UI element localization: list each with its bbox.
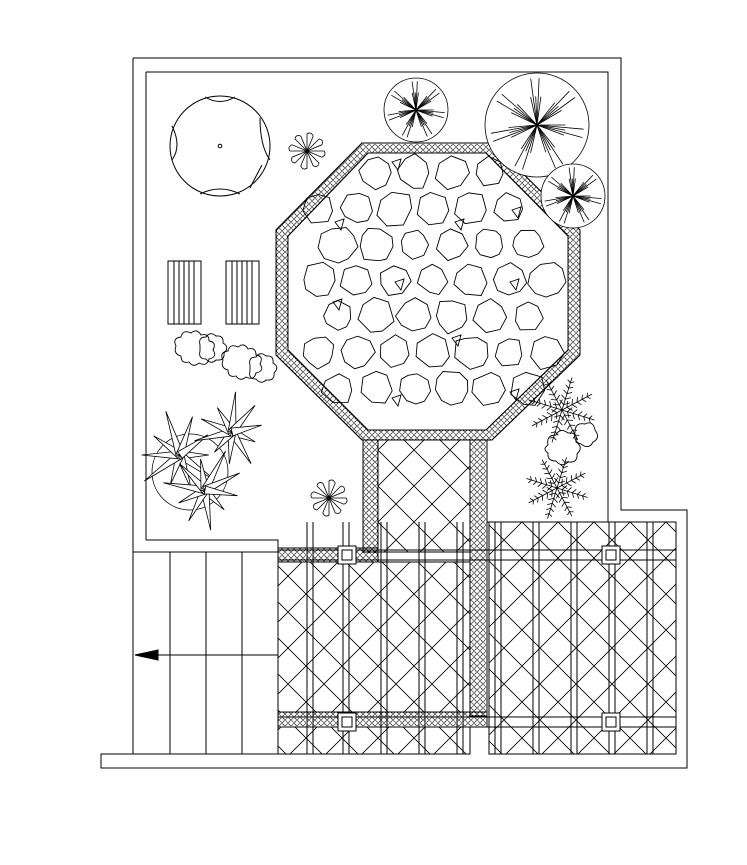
paving-stone	[318, 228, 358, 263]
paving-stone	[417, 264, 448, 294]
paving-stone	[513, 231, 544, 258]
paving-chip	[395, 279, 404, 290]
paving-stone	[303, 337, 333, 369]
pergola-post	[338, 546, 356, 564]
fan-trees	[384, 73, 605, 228]
paving-stone	[476, 156, 503, 185]
paving-stone	[511, 372, 545, 405]
fan-tree	[384, 78, 448, 142]
paving-chip	[333, 299, 342, 310]
large-round-tree	[170, 96, 270, 196]
paving-stone	[436, 301, 466, 334]
paving-chip	[335, 219, 344, 230]
agave-cluster	[142, 392, 262, 530]
paving-stone	[360, 228, 393, 260]
paving-stone	[494, 193, 523, 221]
paving-stone	[473, 299, 507, 333]
timber-deck-right	[489, 522, 676, 754]
paving-stone	[377, 192, 412, 226]
paving-stone	[476, 229, 503, 257]
paving-stone	[341, 336, 375, 369]
paving-stone	[493, 263, 526, 295]
paving-stone	[381, 266, 412, 296]
pergola-post	[602, 546, 620, 564]
paving-stone	[454, 264, 487, 295]
palm	[530, 378, 595, 443]
paving-stone	[435, 372, 467, 406]
paving-stone	[495, 339, 522, 366]
steps	[133, 552, 278, 754]
paving-stone	[396, 298, 432, 331]
palms	[526, 378, 594, 519]
paving-stone	[303, 195, 333, 223]
paving-chip	[392, 395, 401, 406]
palm	[526, 457, 587, 518]
paving-stone	[472, 373, 506, 406]
paving-stone	[358, 297, 394, 332]
bench	[226, 261, 259, 324]
flower-shrub	[311, 480, 347, 516]
agave	[194, 392, 261, 464]
paving-chip	[510, 389, 519, 400]
paving-stone	[304, 262, 335, 296]
paving-stone	[400, 374, 431, 404]
paving-stone	[340, 193, 372, 222]
paving-stone	[380, 335, 409, 368]
paving-stone	[528, 263, 566, 297]
paving-stone	[416, 334, 449, 367]
paving-chip	[510, 279, 519, 290]
direction-arrow-icon	[135, 650, 278, 660]
paving-chip	[452, 335, 461, 346]
flower-shrubs	[289, 133, 347, 516]
pergola-post	[338, 713, 356, 731]
pergola-post	[602, 713, 620, 731]
paving-chip	[392, 159, 401, 170]
flower-shrub	[289, 133, 325, 169]
paving-chip	[455, 219, 464, 230]
paving-stone	[455, 193, 487, 224]
paving-stones	[303, 154, 566, 406]
paving-stone	[340, 266, 372, 295]
paving-stone	[417, 193, 449, 225]
paving-stone	[531, 337, 565, 370]
paving-stone	[321, 374, 351, 403]
paving-stone	[436, 229, 468, 261]
paving-stone	[455, 338, 488, 370]
paving-stone	[401, 230, 428, 259]
octagonal-stone-paving	[276, 143, 580, 440]
paving-chip	[512, 207, 521, 218]
paving-stone	[359, 157, 391, 190]
agave	[163, 451, 239, 530]
hedge-shrubs	[175, 331, 598, 465]
fan-tree	[485, 73, 589, 177]
bench	[168, 261, 201, 324]
agave	[142, 411, 215, 490]
fan-tree	[541, 164, 605, 228]
paving-stone	[324, 301, 351, 331]
pergola	[278, 522, 676, 754]
paving-stone	[435, 156, 469, 190]
paving-stone	[361, 371, 392, 403]
paving-stone	[516, 302, 544, 330]
